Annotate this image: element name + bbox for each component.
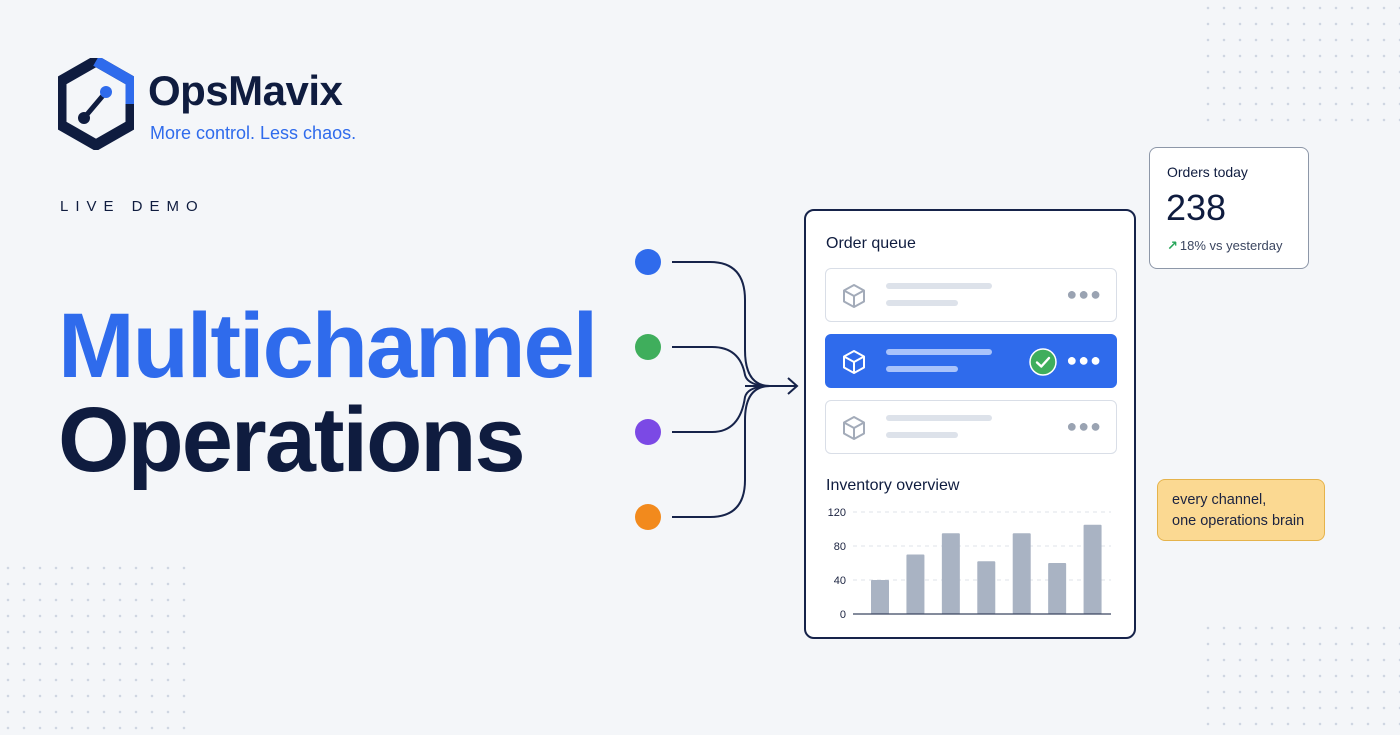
hexagon-network-logo-icon (58, 58, 134, 150)
inventory-bar-chart: 0 40 80 120 (828, 507, 1111, 621)
channel-dot-blue (635, 249, 661, 275)
inventory-bar (977, 561, 996, 614)
y-tick-label: 0 (840, 609, 846, 621)
y-tick-label: 80 (834, 541, 846, 553)
headline-line-2: Operations (58, 389, 526, 491)
channel-connectors (635, 249, 799, 530)
inventory-bar (906, 554, 925, 614)
inventory-bar (941, 533, 960, 614)
dot-pattern-bottom-right (1200, 620, 1400, 735)
channel-dot-green (635, 334, 661, 360)
orders-today-value: 238 (1166, 187, 1227, 228)
placeholder-line (886, 432, 958, 438)
headline-line-1: Multichannel (58, 295, 598, 397)
y-tick-label: 120 (828, 507, 846, 519)
package-icon (843, 284, 865, 308)
order-row[interactable]: ●●● (825, 400, 1117, 454)
order-row-selected[interactable]: ●●● (825, 334, 1117, 388)
connector-line (672, 346, 771, 387)
sticky-note: every channel, one operations brain (1157, 479, 1325, 541)
arrow-up-right-icon: ↗ (1167, 238, 1178, 253)
channel-dot-purple (635, 419, 661, 445)
note-line-2: one operations brain (1172, 513, 1305, 529)
y-tick-label: 40 (834, 575, 846, 587)
check-circle-icon (1029, 348, 1057, 376)
arrow-head-icon (787, 377, 799, 395)
inventory-bar (1048, 563, 1067, 614)
eyebrow-label: LIVE DEMO (60, 198, 205, 215)
inventory-bar (1083, 524, 1102, 614)
package-icon (843, 350, 865, 374)
dot-pattern-top-right (1200, 0, 1400, 130)
orders-delta: ↗18% vs yesterday (1167, 238, 1283, 254)
dot-pattern-bottom-left (0, 560, 190, 735)
brand-tagline: More control. Less chaos. (150, 123, 357, 143)
placeholder-line (886, 300, 958, 306)
note-line-1: every channel, (1172, 492, 1267, 508)
more-options-icon[interactable]: ●●● (1066, 416, 1102, 436)
connector-line (672, 385, 771, 433)
package-icon (843, 416, 865, 440)
placeholder-line (886, 415, 992, 421)
brand-name: OpsMavix (148, 67, 343, 114)
channel-dot-orange (635, 504, 661, 530)
inventory-bar (1012, 533, 1031, 614)
connector-line (672, 385, 771, 518)
placeholder-line (886, 366, 958, 372)
order-queue-title: Order queue (826, 235, 916, 252)
more-options-icon[interactable]: ●●● (1066, 350, 1102, 370)
orders-today-label: Orders today (1167, 164, 1248, 180)
connector-line (672, 261, 771, 387)
dashboard-panel: Order queue ●●● ●●● (804, 209, 1136, 639)
placeholder-line (886, 283, 992, 289)
more-options-icon[interactable]: ●●● (1066, 284, 1102, 304)
inventory-bar (871, 580, 889, 614)
orders-today-card: Orders today 238 ↗18% vs yesterday (1149, 147, 1309, 269)
placeholder-line (886, 349, 992, 355)
inventory-overview-title: Inventory overview (826, 477, 960, 494)
orders-delta-text: 18% vs yesterday (1179, 238, 1283, 253)
order-row[interactable]: ●●● (825, 268, 1117, 322)
